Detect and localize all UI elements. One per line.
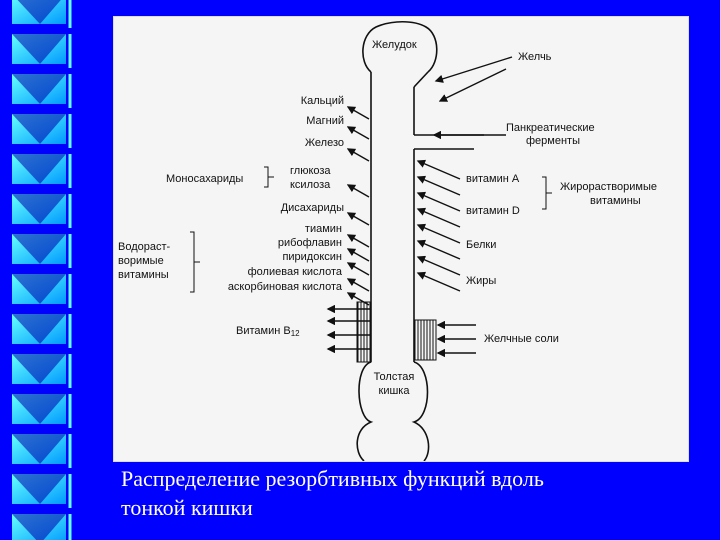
calcium-label: Кальций [300, 95, 344, 107]
water-soluble-label-1: Водораст- [118, 241, 171, 253]
stomach-label: Желудок [372, 39, 417, 51]
absorption-arrows [326, 56, 513, 358]
stripe-shadow [12, 34, 66, 64]
caption-line-2: тонкой кишки [121, 495, 253, 520]
stripe-shadow [12, 474, 66, 504]
stripe-shadow [12, 394, 66, 424]
ascorbic-acid-label: аскорбиновая кислота [227, 281, 342, 293]
slide-caption: Распределение резорбтивных функций вдоль… [121, 464, 701, 522]
iron-label: Железо [304, 137, 344, 149]
stripe-shadow [12, 154, 66, 184]
stomach-shape [362, 20, 438, 73]
stripe-pattern [0, 0, 84, 540]
right-absorption-arrow [416, 175, 461, 196]
stripe-shadow [12, 194, 66, 224]
monosaccharides-label: Моносахариды [166, 173, 244, 185]
bile-arrow [434, 56, 513, 83]
colon-label-1: Толстая [373, 371, 415, 383]
stripe-shadow [12, 114, 66, 144]
decorative-stripe [0, 0, 84, 540]
pancreatic-label-2: ферменты [526, 135, 580, 147]
proteins-label: Белки [466, 239, 497, 251]
disaccharides-label: Дисахариды [280, 202, 344, 214]
right-absorption-arrow [416, 159, 461, 180]
right-absorption-arrow [416, 223, 461, 244]
magnesium-label: Магний [306, 115, 344, 127]
xylose-label: ксилоза [290, 179, 331, 191]
colon-shape [356, 361, 430, 461]
bile-arrow [438, 68, 507, 102]
left-absorption-arrow [346, 212, 370, 226]
vitamin-b12-label: Витамин B12 [236, 325, 300, 338]
b12-segment [356, 301, 372, 363]
fats-label: Жиры [466, 275, 497, 287]
mono-bracket [264, 166, 274, 188]
stripe-shadow [12, 514, 66, 540]
riboflavin-label: рибофлавин [277, 237, 342, 249]
left-absorption-arrow [346, 184, 370, 198]
water-bracket [190, 231, 200, 293]
right-absorption-arrow [416, 207, 461, 228]
right-absorption-arrow [416, 255, 461, 276]
pancreatic-label-1: Панкреатические [506, 122, 595, 134]
stripe-shadow [12, 314, 66, 344]
bile-duct [413, 71, 429, 88]
stripe-shadow [12, 234, 66, 264]
water-soluble-label-2: воримые [118, 255, 164, 267]
left-absorption-arrow [346, 278, 370, 292]
folic-acid-label: фолиевая кислота [247, 266, 342, 278]
stripe-shadow [12, 434, 66, 464]
right-absorption-arrow [416, 271, 461, 292]
bile-label: Желчь [518, 51, 552, 63]
vitamin-d-label: витамин D [466, 205, 520, 217]
intestine-schematic [190, 20, 552, 461]
water-soluble-label-3: витамины [118, 269, 169, 281]
glucose-label: глюкоза [290, 165, 331, 177]
caption-line-1: Распределение резорбтивных функций вдоль [121, 466, 544, 491]
bile-salt-segment [413, 319, 437, 361]
digestive-diagram: Желудок Желчь Панкреатические ферменты К… [113, 16, 689, 462]
fat-soluble-label-1: Жирорастворимые [560, 181, 657, 193]
left-absorption-arrow [346, 126, 370, 140]
left-absorption-arrow [346, 234, 370, 248]
colon-label-2: кишка [378, 385, 410, 397]
right-absorption-arrow [416, 191, 461, 212]
left-absorption-arrow [346, 106, 370, 120]
left-absorption-arrow [346, 248, 370, 262]
stripe-shadow [12, 274, 66, 304]
stripe-shadow [12, 74, 66, 104]
pyridoxine-label: пиридоксин [282, 251, 342, 263]
right-absorption-arrow [416, 239, 461, 260]
left-absorption-arrow [346, 292, 370, 306]
stripe-shadow [12, 354, 66, 384]
stripe-shadow [17, 0, 61, 24]
vitamin-a-label: витамин А [466, 173, 520, 185]
left-absorption-arrow [346, 262, 370, 276]
bile-salts-label: Желчные соли [484, 333, 559, 345]
fat-soluble-label-2: витамины [590, 195, 641, 207]
left-absorption-arrow [346, 148, 370, 162]
fat-bracket [542, 176, 552, 210]
thiamine-label: тиамин [304, 223, 342, 235]
